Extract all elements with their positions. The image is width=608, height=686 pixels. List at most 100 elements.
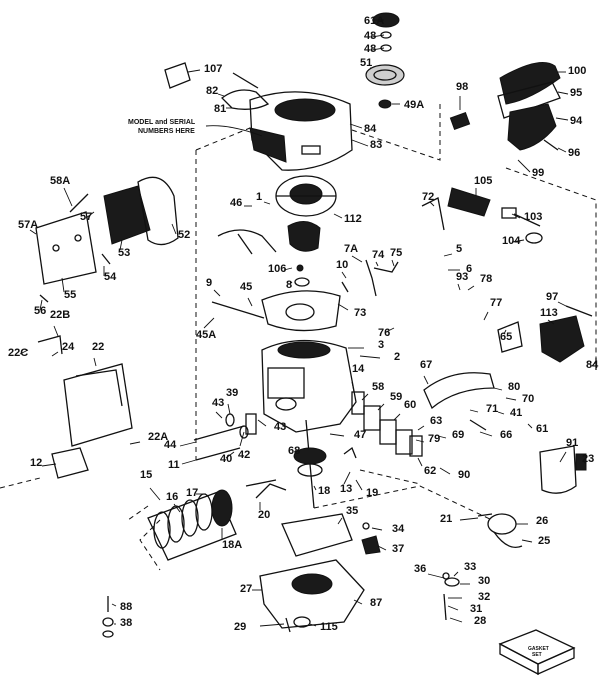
leader-line [257, 419, 267, 427]
part-number: 54 [104, 271, 117, 283]
leader-line [447, 605, 459, 611]
fuel-tank-group [539, 445, 587, 494]
leader-line [359, 355, 381, 359]
callout-7A: 7A [344, 243, 363, 263]
part-number: 84 [586, 359, 599, 371]
callout-99: 99 [517, 159, 544, 179]
leader-line [227, 403, 231, 415]
callout-88: 88 [111, 601, 132, 613]
leader-line [29, 229, 37, 235]
leader-line [213, 289, 221, 297]
leader-line [293, 449, 301, 453]
part-number: 98 [456, 81, 468, 93]
part-number: 77 [490, 297, 502, 309]
callout-5: 5 [443, 243, 462, 257]
callout-22A: 22A [129, 431, 168, 445]
callout-55: 55 [61, 277, 76, 301]
leader-line [289, 281, 293, 285]
leader-line [517, 159, 531, 173]
callout-69: 69 [437, 429, 464, 441]
callout-100: 100 [558, 65, 586, 77]
callout-8: 8 [286, 279, 293, 291]
callout-18A: 18A [221, 528, 242, 551]
leader-line [309, 623, 317, 627]
part-number: 22 [92, 341, 104, 353]
leader-line [443, 253, 453, 257]
leader-line [439, 467, 451, 475]
callout-42: 42 [238, 431, 250, 461]
callout-57A: 57A [18, 219, 38, 235]
callout-30: 30 [460, 575, 490, 587]
callout-73: 73 [337, 303, 366, 319]
leader-line [469, 409, 479, 413]
callout-21: 21 [440, 513, 479, 525]
part-number: 6 [466, 263, 472, 275]
callout-90: 90 [439, 467, 470, 481]
callout-3: 3 [348, 339, 384, 351]
assembly-lines [0, 100, 597, 571]
callout-75: 75 [390, 247, 402, 267]
leader-line [375, 261, 379, 267]
part-number: 87 [370, 597, 382, 609]
leader-line [385, 327, 395, 333]
part-number: 83 [370, 139, 382, 151]
part-number: 26 [536, 515, 548, 527]
blower-housing [249, 91, 353, 171]
leader-line [349, 123, 363, 129]
part-number: 61 [536, 423, 548, 435]
part-number: 16 [166, 491, 178, 503]
sump-and-gasket [259, 513, 365, 629]
callout-48: 48 [364, 30, 385, 42]
part-number: 36 [414, 563, 426, 575]
leader-line [429, 201, 435, 207]
leader-line [111, 603, 117, 607]
callout-84: 84 [349, 123, 377, 135]
callout-35: 35 [337, 505, 358, 525]
part-number: 22A [148, 431, 168, 443]
leader-line [511, 239, 525, 243]
part-number: 78 [480, 273, 492, 285]
part-number: 15 [140, 469, 152, 481]
leader-line [215, 411, 223, 419]
part-number: 84 [364, 123, 377, 135]
part-number: 66 [500, 429, 512, 441]
part-number: 58 [372, 381, 384, 393]
callout-81: 81 [214, 103, 232, 115]
part-number: 79 [428, 433, 440, 445]
callout-22B: 22B [50, 309, 70, 337]
leader-line [343, 471, 351, 485]
callout-12: 12 [30, 457, 57, 469]
part-number: 18 [318, 485, 330, 497]
part-number: 20 [258, 509, 270, 521]
callout-72: 72 [422, 191, 435, 207]
part-number: 13 [340, 483, 352, 495]
part-number: 100 [568, 65, 586, 77]
part-number: 9 [206, 277, 212, 289]
part-number: 57A [18, 219, 38, 231]
leader-line [497, 411, 505, 415]
part-number: 3 [378, 339, 384, 351]
callout-87: 87 [353, 597, 382, 609]
leader-line [559, 451, 567, 463]
leader-line [263, 201, 271, 205]
part-number: 42 [238, 449, 250, 461]
leader-line [377, 403, 385, 411]
leader-line [521, 539, 533, 543]
leader-line [361, 393, 369, 401]
part-number: 8 [286, 279, 292, 291]
callout-107: 107 [187, 63, 222, 75]
note-line: MODEL and SERIAL [128, 119, 196, 126]
leader-line [53, 325, 59, 337]
part-number: 68 [288, 445, 300, 457]
leader-line [351, 381, 355, 393]
part-number: 65 [500, 331, 512, 343]
callout-37: 37 [377, 543, 404, 555]
parts-artwork [35, 12, 597, 676]
leader-line [437, 435, 447, 439]
callout-68: 68 [288, 445, 300, 457]
part-number: 96 [568, 147, 580, 159]
callout-77: 77 [483, 297, 502, 321]
part-number: 5 [456, 243, 462, 255]
leader-line [341, 271, 347, 279]
leader-line [467, 285, 475, 291]
